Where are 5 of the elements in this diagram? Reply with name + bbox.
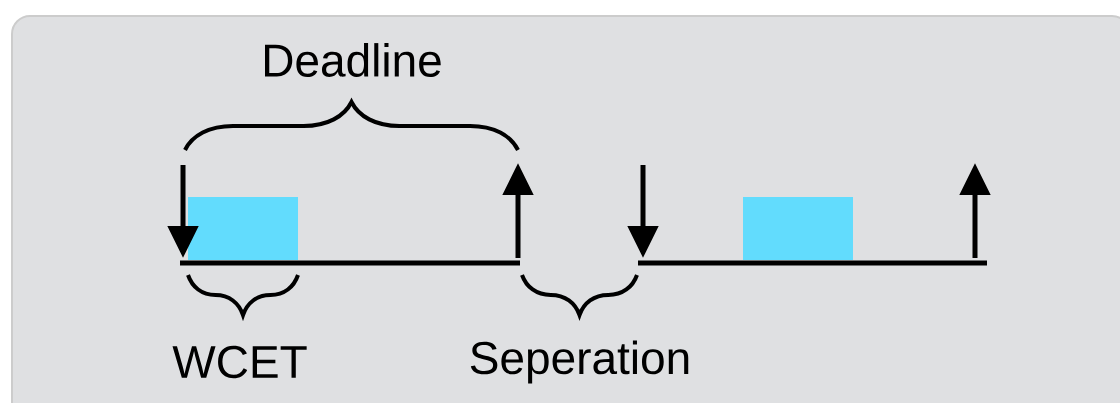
task-box: [188, 197, 298, 260]
bracket-label: WCET: [172, 345, 307, 379]
bracket-label: Deadline: [265, 43, 441, 77]
task-box: [743, 197, 853, 260]
bracket-label: Seperation: [470, 340, 689, 384]
